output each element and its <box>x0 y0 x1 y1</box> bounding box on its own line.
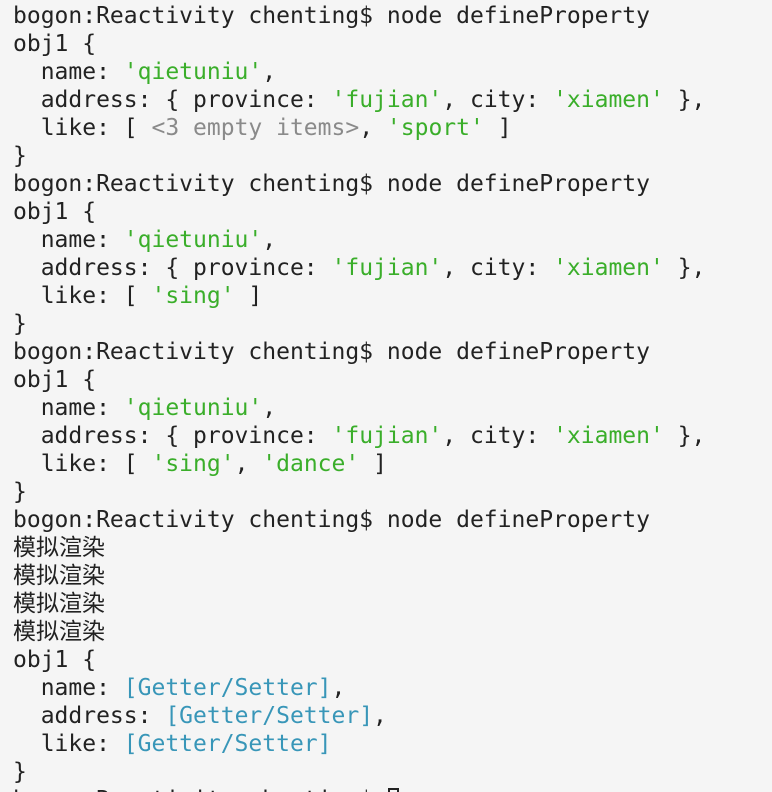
output-text: name: <box>13 59 124 85</box>
output-text: ] <box>359 451 387 477</box>
output-text: 模拟渲染 <box>13 591 105 617</box>
output-text: , <box>262 59 277 85</box>
output-text: , city: <box>442 423 554 449</box>
terminal-output-line: obj1 { <box>13 198 772 226</box>
output-text: 'qietuniu' <box>123 59 263 85</box>
output-text: [Getter/Setter] <box>123 675 332 701</box>
terminal-output-line: } <box>13 310 772 338</box>
output-text: 'xiamen' <box>553 87 664 113</box>
output-text: 'xiamen' <box>553 255 664 281</box>
output-text: , <box>262 227 277 253</box>
terminal-output-line: } <box>13 478 772 506</box>
output-text: address: { province: <box>13 423 332 449</box>
output-text: , <box>262 395 277 421</box>
output-text: [Getter/Setter] <box>165 703 374 729</box>
output-text: name: <box>13 395 124 421</box>
terminal-prompt-line: bogon:Reactivity chenting$ node definePr… <box>13 506 772 534</box>
output-text: } <box>13 311 27 337</box>
output-text: 'sport' <box>386 115 484 141</box>
output-text: 'sing' <box>151 451 235 477</box>
output-text: 'sing' <box>151 283 235 309</box>
output-text: 'qietuniu' <box>123 227 263 253</box>
output-text: }, <box>663 87 706 113</box>
terminal-output-line: name: [Getter/Setter], <box>13 674 772 702</box>
prompt-text: bogon:Reactivity chenting$ node definePr… <box>13 339 650 365</box>
output-text: address: { province: <box>13 255 332 281</box>
terminal-output-line: address: { province: 'fujian', city: 'xi… <box>13 86 772 114</box>
output-text: 'fujian' <box>331 255 443 281</box>
terminal-output-line: like: [ 'sing', 'dance' ] <box>13 450 772 478</box>
output-text: , city: <box>442 87 554 113</box>
output-text: }, <box>663 423 706 449</box>
terminal-prompt-line: bogon:Reactivity chenting$ node definePr… <box>13 2 772 30</box>
terminal-prompt-line: bogon:Reactivity chenting$ node definePr… <box>13 170 772 198</box>
terminal-output-line: like: [ 'sing' ] <box>13 282 772 310</box>
terminal-output-line: 模拟渲染 <box>13 590 772 618</box>
output-text: 'qietuniu' <box>123 395 263 421</box>
output-text: }, <box>663 255 706 281</box>
prompt-text: bogon:Reactivity chenting$ <box>13 787 387 792</box>
output-text: like: <box>13 731 124 757</box>
terminal-output-line: address: { province: 'fujian', city: 'xi… <box>13 422 772 450</box>
output-text: address: { province: <box>13 87 332 113</box>
terminal-output-line: name: 'qietuniu', <box>13 58 772 86</box>
output-text: ] <box>234 283 263 309</box>
output-text: } <box>13 479 27 505</box>
output-text: 模拟渲染 <box>13 619 105 645</box>
output-text: , <box>331 675 346 701</box>
output-text: ] <box>483 115 512 141</box>
output-text: , <box>359 115 387 141</box>
prompt-text: bogon:Reactivity chenting$ node definePr… <box>13 507 650 533</box>
terminal-output-line: obj1 { <box>13 646 772 674</box>
output-text: 'fujian' <box>331 423 443 449</box>
terminal-output-line: } <box>13 142 772 170</box>
terminal-output-line: obj1 { <box>13 366 772 394</box>
prompt-text: bogon:Reactivity chenting$ node definePr… <box>13 171 650 197</box>
output-text: } <box>13 143 27 169</box>
output-text: obj1 { <box>13 31 97 57</box>
output-text: name: <box>13 227 124 253</box>
output-text: like: [ <box>13 115 152 141</box>
output-text: like: [ <box>13 451 152 477</box>
terminal-output-line: like: [ <3 empty items>, 'sport' ] <box>13 114 772 142</box>
output-text: address: <box>13 703 166 729</box>
terminal-output-line: 模拟渲染 <box>13 618 772 646</box>
terminal-prompt-line: bogon:Reactivity chenting$ node definePr… <box>13 338 772 366</box>
terminal-output-line: 模拟渲染 <box>13 562 772 590</box>
terminal-prompt-line: bogon:Reactivity chenting$ <box>13 786 772 792</box>
output-text: , <box>373 703 387 729</box>
output-text: <3 empty items> <box>151 115 360 141</box>
output-text: 'xiamen' <box>553 423 664 449</box>
output-text: 模拟渲染 <box>13 535 105 561</box>
output-text: 'dance' <box>262 451 360 477</box>
output-text: name: <box>13 675 124 701</box>
terminal-output-line: obj1 { <box>13 30 772 58</box>
terminal-output-line: name: 'qietuniu', <box>13 226 772 254</box>
output-text: , <box>234 451 263 477</box>
block-cursor-icon <box>387 788 399 792</box>
terminal-output-line: 模拟渲染 <box>13 534 772 562</box>
output-text: obj1 { <box>13 199 97 225</box>
terminal-output-line: like: [Getter/Setter] <box>13 730 772 758</box>
output-text: like: [ <box>13 283 152 309</box>
terminal-output-line: } <box>13 758 772 786</box>
output-text: 'fujian' <box>331 87 443 113</box>
output-text: obj1 { <box>13 647 97 673</box>
output-text: , city: <box>442 255 554 281</box>
output-text: } <box>13 759 27 785</box>
terminal-output-line: address: [Getter/Setter], <box>13 702 772 730</box>
output-text: [Getter/Setter] <box>123 731 332 757</box>
prompt-text: bogon:Reactivity chenting$ node definePr… <box>13 3 650 29</box>
output-text: obj1 { <box>13 367 97 393</box>
terminal-output-line: address: { province: 'fujian', city: 'xi… <box>13 254 772 282</box>
terminal-output: bogon:Reactivity chenting$ node definePr… <box>13 2 772 792</box>
output-text: 模拟渲染 <box>13 563 105 589</box>
terminal-output-line: name: 'qietuniu', <box>13 394 772 422</box>
